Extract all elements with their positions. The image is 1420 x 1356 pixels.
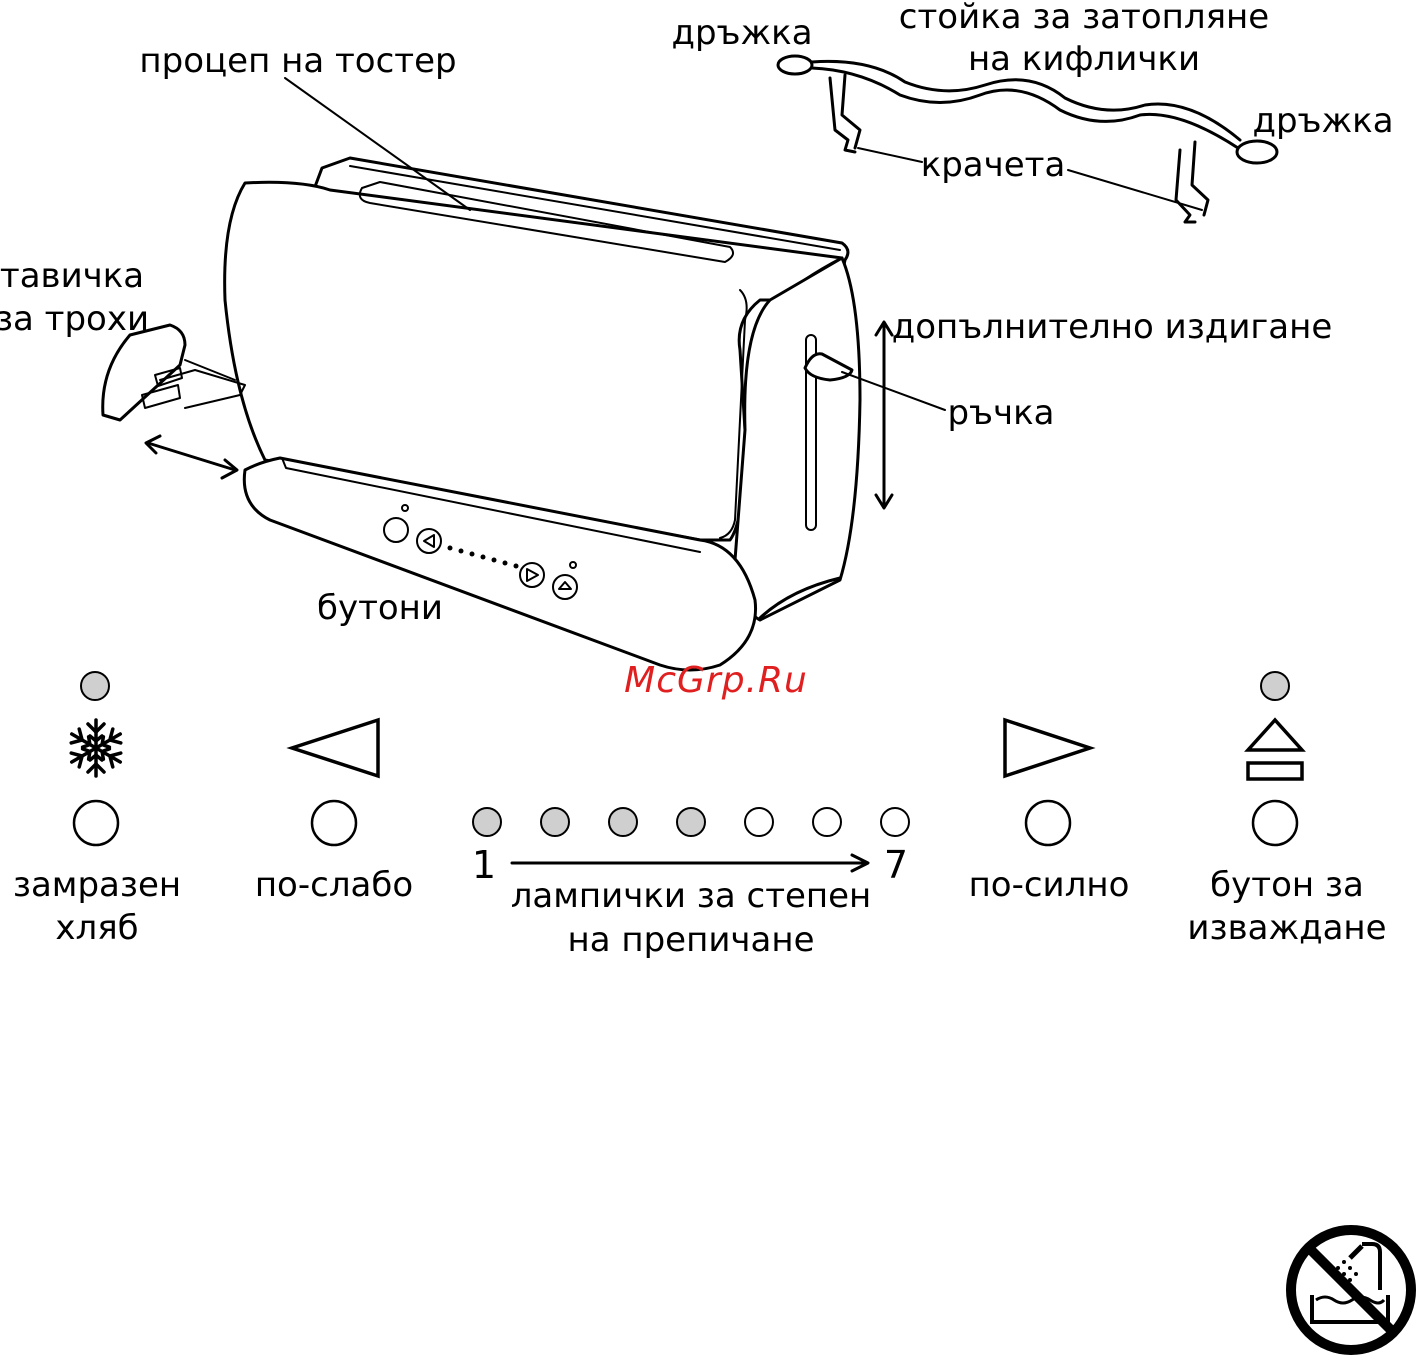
browning-lamps-label-line1: лампички за степен bbox=[511, 876, 872, 916]
frozen-indicator-led bbox=[81, 672, 109, 700]
darker-label: по-силно bbox=[969, 865, 1130, 905]
browning-lamp-7 bbox=[881, 808, 909, 836]
toaster-illustration bbox=[103, 158, 860, 670]
lighter-button[interactable] bbox=[312, 801, 356, 845]
browning-lamp-4 bbox=[677, 808, 705, 836]
browning-level-lamps bbox=[473, 808, 909, 836]
no-water-immersion-icon bbox=[1291, 1230, 1411, 1350]
frozen-bread-label-line1: замразен bbox=[13, 865, 181, 905]
label-bun-rack-line2: на кифлички bbox=[968, 39, 1200, 79]
label-bun-rack-line1: стойка за затопляне bbox=[899, 0, 1269, 37]
control-panel-legend bbox=[68, 672, 1302, 871]
frozen-bread-label-line2: хляб bbox=[55, 908, 138, 948]
browning-lamp-5 bbox=[745, 808, 773, 836]
label-handle-right: дръжка bbox=[1252, 101, 1393, 141]
triangle-left-icon bbox=[292, 720, 378, 776]
browning-lamp-6 bbox=[813, 808, 841, 836]
browning-lamp-1 bbox=[473, 808, 501, 836]
eject-indicator-led bbox=[1261, 672, 1289, 700]
label-lever: ръчка bbox=[947, 393, 1054, 433]
triangle-right-icon bbox=[1005, 720, 1090, 776]
scale-min-label: 1 bbox=[472, 843, 496, 887]
browning-lamp-2 bbox=[541, 808, 569, 836]
bun-rack-illustration bbox=[778, 56, 1277, 222]
label-legs: крачета bbox=[921, 145, 1066, 185]
label-crumb-tray-line1: тавичка bbox=[0, 256, 144, 296]
watermark: McGrp.Ru bbox=[624, 660, 808, 701]
snowflake-icon bbox=[68, 720, 124, 776]
eject-label-line2: изваждане bbox=[1187, 908, 1386, 948]
label-handle-left: дръжка bbox=[671, 13, 812, 53]
label-toaster-slot: процеп на тостер bbox=[139, 41, 456, 81]
label-buttons: бутони bbox=[317, 588, 443, 628]
label-crumb-tray-line2: за трохи bbox=[0, 299, 149, 339]
scale-max-label: 7 bbox=[884, 843, 908, 887]
eject-button[interactable] bbox=[1253, 801, 1297, 845]
eject-label-line1: бутон за bbox=[1210, 865, 1364, 905]
frozen-bread-button[interactable] bbox=[74, 801, 118, 845]
darker-button[interactable] bbox=[1026, 801, 1070, 845]
browning-lamp-3 bbox=[609, 808, 637, 836]
lighter-label: по-слабо bbox=[255, 865, 413, 905]
label-extra-lift: допълнително издигане bbox=[892, 307, 1333, 347]
browning-lamps-label-line2: на препичане bbox=[568, 920, 815, 960]
eject-icon bbox=[1248, 720, 1302, 779]
